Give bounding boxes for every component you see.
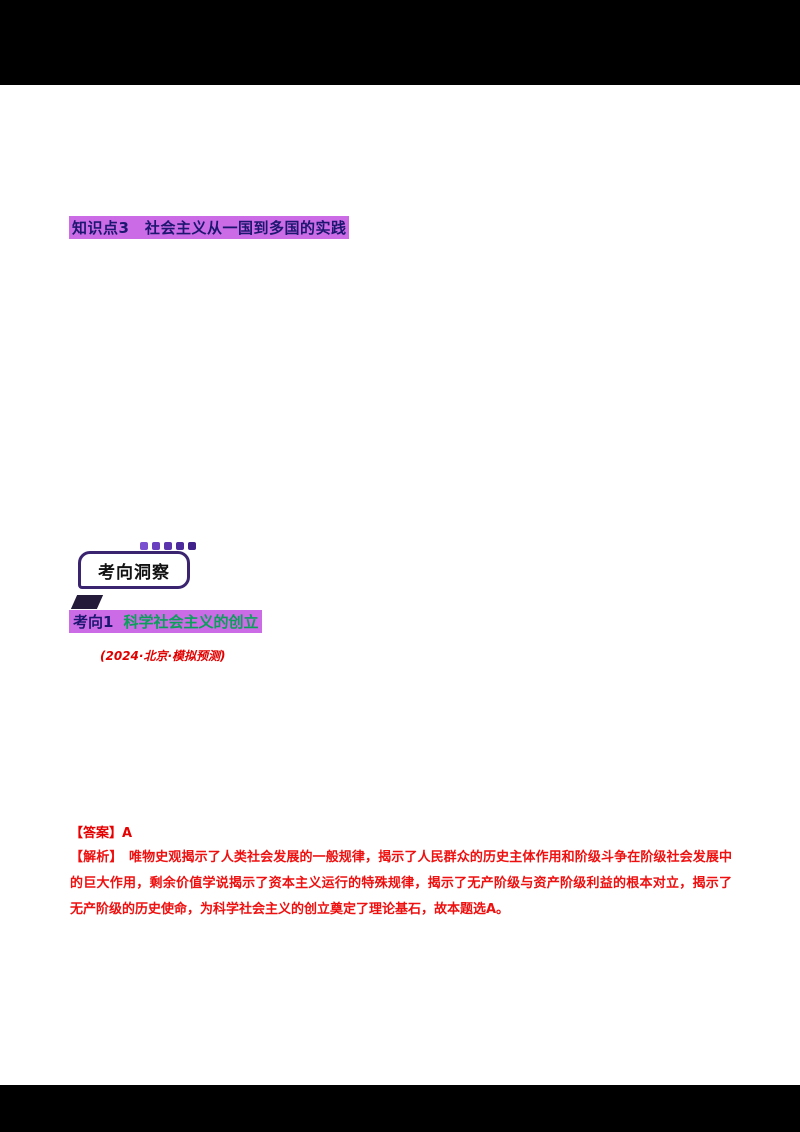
decor-square-icon: [176, 542, 184, 550]
knowledge-point-heading: 知识点3 社会主义从一国到多国的实践: [69, 216, 350, 239]
answer-label: 【答案】A: [70, 826, 133, 841]
analysis-paragraph: 【解析】 唯物史观揭示了人类社会发展的一般规律，揭示了人民群众的历史主体作用和阶…: [70, 850, 732, 917]
kaoxiang-title: 科学社会主义的创立: [123, 613, 259, 631]
kaoxiang-heading: 考向1 科学社会主义的创立: [69, 610, 263, 633]
decor-square-icon: [164, 542, 172, 550]
kaoxiang-number: 考向1: [73, 613, 114, 631]
badge-label: 考向洞察: [78, 551, 190, 589]
decor-square-icon: [188, 542, 196, 550]
question-source: (2024·北京·模拟预测): [100, 649, 226, 663]
kaoxiang-dongcha-badge: 考向洞察: [70, 540, 212, 618]
decor-square-icon: [140, 542, 148, 550]
decor-square-icon: [152, 542, 160, 550]
badge-shadow: [70, 595, 104, 609]
badge-decor-squares: [140, 542, 196, 550]
document-page: 知识点3 社会主义从一国到多国的实践 考向洞察 考向1 科学社会主义的创立 (20…: [0, 85, 800, 1085]
